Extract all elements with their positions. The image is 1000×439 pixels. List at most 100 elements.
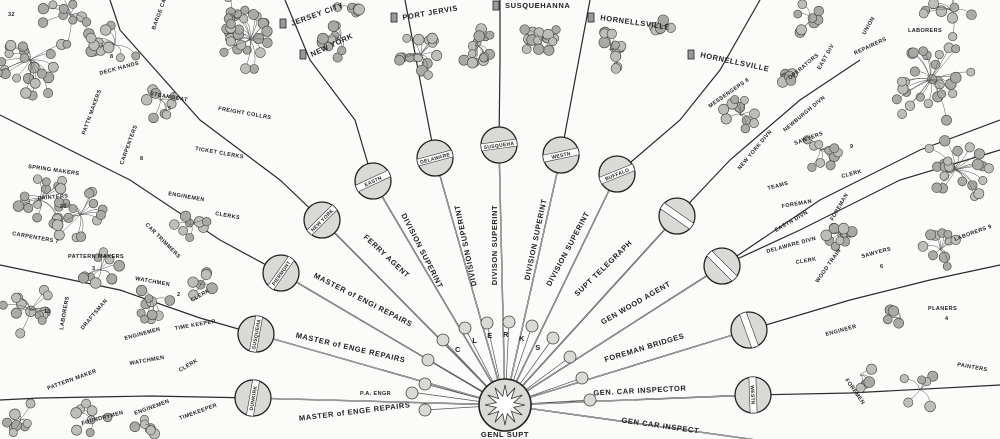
staff-circle bbox=[0, 57, 7, 67]
staff-circle bbox=[12, 73, 22, 83]
staff-circle bbox=[543, 44, 555, 56]
staff-cluster bbox=[316, 20, 347, 63]
spoke-label: DIVISION SUPERINT bbox=[453, 204, 479, 287]
staff-circle bbox=[943, 229, 953, 239]
staff-label: REPAIRERS bbox=[853, 36, 888, 56]
staff-circle bbox=[937, 89, 947, 99]
staff-circle bbox=[802, 135, 812, 145]
node-band bbox=[739, 311, 759, 349]
staff-label: 9 bbox=[850, 144, 853, 150]
staff-label: NEWBURGH DIVN bbox=[782, 95, 826, 134]
staff-circle bbox=[807, 162, 817, 172]
staff-circle bbox=[951, 44, 961, 54]
staff-label: 6 bbox=[880, 264, 883, 270]
staff-circle bbox=[837, 222, 850, 235]
staff-circle bbox=[948, 89, 958, 99]
staff-circle bbox=[966, 9, 977, 20]
staff-circle bbox=[332, 2, 343, 12]
staff-circle bbox=[55, 183, 67, 195]
staff-circle bbox=[820, 229, 833, 242]
staff-circle bbox=[5, 40, 17, 51]
staff-circle bbox=[12, 200, 25, 212]
clerk-circle bbox=[436, 333, 450, 347]
spoke-highlight bbox=[504, 404, 751, 439]
spoke-highlight bbox=[504, 394, 754, 406]
staff-cluster bbox=[891, 42, 976, 126]
staff-cluster bbox=[187, 267, 218, 300]
staff-cluster bbox=[924, 135, 994, 201]
staff-circle bbox=[939, 135, 951, 147]
staff-circle bbox=[185, 232, 195, 242]
staff-circle bbox=[796, 24, 807, 36]
staff-circle bbox=[897, 109, 907, 119]
staff-circle bbox=[973, 188, 985, 200]
staff-label: WOOD TRAIN bbox=[815, 248, 843, 284]
staff-circle bbox=[116, 53, 125, 63]
staff-circle bbox=[161, 110, 172, 120]
staff-circle bbox=[938, 251, 951, 263]
staff-circle bbox=[918, 46, 928, 56]
staff-circle bbox=[479, 53, 489, 63]
department-node: SUSQUEHA bbox=[237, 315, 275, 353]
staff-circle bbox=[521, 44, 532, 55]
spoke-highlight bbox=[434, 157, 506, 406]
branch-line bbox=[0, 114, 282, 274]
staff-cluster bbox=[129, 414, 160, 439]
staff-circle bbox=[941, 114, 952, 126]
spoke-highlight bbox=[321, 219, 506, 406]
staff-circle bbox=[908, 47, 919, 58]
staff-circle bbox=[928, 0, 940, 10]
staff-circle bbox=[598, 36, 611, 49]
staff-circle bbox=[240, 5, 250, 15]
node-band: DUNKIRK bbox=[246, 379, 260, 417]
staff-circle bbox=[70, 407, 82, 419]
department-node: DUNKIRK bbox=[234, 379, 272, 417]
staff-circle bbox=[255, 47, 266, 58]
staff-circle bbox=[15, 328, 26, 339]
staff-circle bbox=[957, 176, 968, 187]
branch-line bbox=[0, 395, 254, 401]
clerk-circle bbox=[583, 393, 597, 407]
staff-label: CLERKS bbox=[215, 211, 241, 221]
staff-circle bbox=[58, 3, 69, 14]
spoke-highlight bbox=[504, 329, 750, 406]
staff-cluster bbox=[802, 135, 843, 172]
staff-circle bbox=[235, 39, 247, 51]
staff-label: PAINTERS bbox=[957, 362, 988, 373]
staff-circle bbox=[11, 292, 22, 303]
staff-circle bbox=[180, 210, 191, 222]
department-node bbox=[658, 197, 696, 235]
staff-circle bbox=[973, 148, 985, 160]
staff-circle bbox=[71, 424, 82, 436]
station-marker bbox=[587, 12, 595, 23]
node-band: WESTN bbox=[542, 147, 580, 163]
department-node bbox=[703, 247, 741, 285]
staff-circle bbox=[718, 103, 730, 115]
node-band-rect bbox=[659, 202, 695, 230]
staff-label: LABORERS bbox=[908, 28, 942, 34]
branch-line bbox=[0, 264, 257, 335]
staff-circle bbox=[606, 28, 617, 39]
staff-label: DRAFTSMAN bbox=[80, 298, 109, 331]
clerk-circle bbox=[458, 321, 472, 335]
staff-circle bbox=[928, 250, 938, 261]
staff-cluster bbox=[2, 398, 36, 438]
staff-circle bbox=[85, 428, 95, 437]
staff-label: OPERATORS bbox=[787, 53, 820, 82]
clerk-circle bbox=[575, 371, 589, 385]
branch-line bbox=[748, 264, 1000, 331]
staff-circle bbox=[548, 37, 558, 47]
staff-circle bbox=[891, 94, 902, 105]
staff-circle bbox=[966, 67, 976, 77]
node-band-rect bbox=[706, 250, 738, 282]
pa-engineer-circle bbox=[405, 386, 419, 400]
staff-circle bbox=[106, 273, 118, 285]
staff-label: 8 bbox=[140, 156, 143, 162]
staff-circle bbox=[32, 212, 42, 223]
staff-label: CLERK bbox=[841, 169, 863, 180]
staff-label: 3 bbox=[92, 266, 95, 272]
node-label: DUNKIRK bbox=[249, 385, 259, 411]
staff-circle bbox=[730, 95, 740, 105]
spoke-line bbox=[504, 404, 755, 439]
